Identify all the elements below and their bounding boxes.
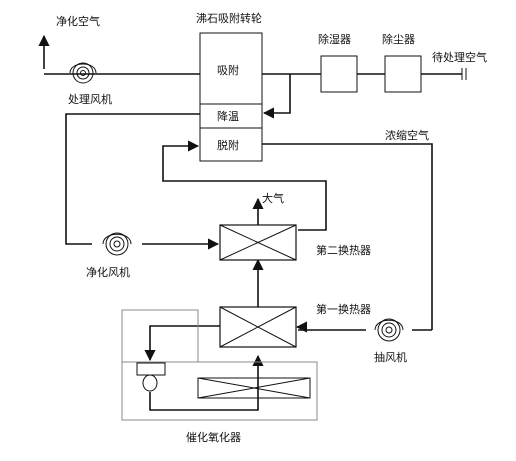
concentrated-air-label: 浓缩空气 [385, 128, 429, 142]
catalyst-bed-cross [197, 377, 311, 399]
purified-air-label: 净化空气 [56, 14, 100, 28]
treatment-fan-label: 处理风机 [68, 92, 112, 106]
catalytic-oxidizer-outline [121, 309, 318, 421]
dehumidifier [320, 55, 358, 93]
dust-collector-label: 除尘器 [382, 32, 415, 46]
cooling-branch-pipe [262, 74, 291, 119]
hx1-cross [219, 306, 297, 348]
hx1-burner-pipe [144, 325, 220, 362]
hx2-cross [219, 224, 297, 261]
hx2-desorption-pipe [162, 140, 327, 231]
zeolite-rotor [199, 32, 263, 162]
exhaust-fan-label: 抽风机 [374, 350, 407, 364]
catalyst-bed [197, 377, 311, 399]
adsorption-label: 吸附 [217, 63, 239, 77]
heat-exchanger-1-label: 第一换热器 [316, 302, 371, 316]
dust-collector [384, 55, 422, 93]
exhaust-fan [374, 318, 404, 342]
cooling-label: 降温 [217, 109, 239, 123]
burner-return-pipe [149, 354, 264, 411]
dehumidifier-label: 除湿器 [318, 32, 351, 46]
purification-fan [102, 232, 132, 256]
untreated-air-label: 待处理空气 [432, 50, 487, 64]
burner-flame [142, 374, 158, 392]
purification-fan-label: 净化风机 [86, 265, 130, 279]
cooling-outlet-pipe [65, 113, 200, 245]
heat-exchanger-2-label: 第二换热器 [316, 243, 371, 257]
concentrated-air-pipe [262, 143, 433, 330]
rotor-title-label: 沸石吸附转轮 [196, 11, 262, 25]
treatment-fan [69, 62, 97, 84]
atmosphere-label: 大气 [262, 191, 284, 205]
desorption-label: 脱附 [217, 138, 239, 152]
catalytic-oxidizer-label: 催化氧化器 [186, 430, 241, 444]
burner-box [136, 362, 166, 376]
